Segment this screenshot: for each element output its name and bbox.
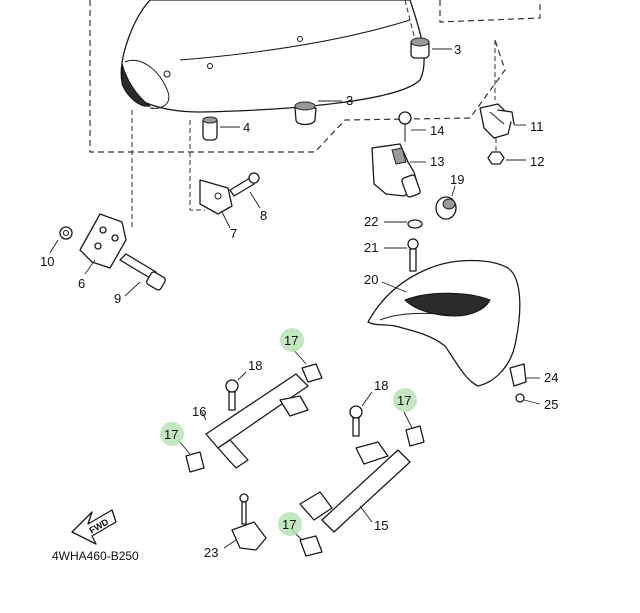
- callout-22: 22: [364, 214, 378, 229]
- callout-14: 14: [430, 123, 444, 138]
- callout-25: 25: [544, 397, 558, 412]
- callout-9: 9: [114, 291, 121, 306]
- callout-17b: 17: [164, 427, 178, 442]
- callout-8: 8: [260, 208, 267, 223]
- seat-lock-part-13: [371, 143, 426, 198]
- bolt-part-18a: [225, 371, 247, 411]
- callout-18a: 18: [248, 358, 262, 373]
- callout-11: 11: [530, 119, 544, 134]
- bracket-part-7: [199, 179, 233, 229]
- cap-part-19: [435, 185, 457, 220]
- damper-part-3b: [294, 100, 342, 126]
- highlight-17d: [278, 512, 302, 536]
- nut-part-10: [49, 226, 73, 254]
- lock-assembly-part-23: [223, 493, 267, 551]
- callout-18b: 18: [374, 378, 388, 393]
- damper-part-17c: [403, 411, 425, 447]
- clip-part-24: [509, 363, 540, 387]
- grommet-part-4: [202, 116, 240, 141]
- damper-part-17a: [291, 347, 323, 383]
- seat-lock-bracket-part-6: [79, 213, 127, 275]
- latch-part-11: [479, 103, 526, 139]
- callout-7: 7: [230, 226, 237, 241]
- callout-17d: 17: [282, 517, 296, 532]
- bolt-part-21: [384, 238, 419, 272]
- bolt-part-8: [229, 172, 261, 209]
- grab-bar-part-20: [367, 259, 521, 387]
- highlight-17c: [393, 388, 417, 412]
- callout-13: 13: [430, 154, 444, 169]
- callout-15: 15: [374, 518, 388, 533]
- callout-3a: 3: [454, 42, 461, 57]
- diagram-code: 4WHA460-B250: [52, 549, 139, 563]
- stay-part-15: [299, 441, 411, 533]
- bolt-part-9: [119, 253, 166, 297]
- bolt-part-18b: [349, 391, 373, 437]
- callout-3b: 3: [346, 93, 353, 108]
- callout-12: 12: [530, 154, 544, 169]
- bolt-part-14: [398, 111, 426, 142]
- callout-6: 6: [78, 276, 85, 291]
- nut-part-12: [487, 138, 526, 165]
- callout-16: 16: [192, 404, 206, 419]
- stay-part-16: [201, 373, 309, 469]
- callout-17c: 17: [397, 393, 411, 408]
- screw-part-25: [515, 393, 541, 405]
- washer-part-22: [384, 219, 423, 229]
- seat: [120, 0, 425, 113]
- callout-10: 10: [40, 254, 54, 269]
- damper-part-3a: [410, 37, 452, 59]
- damper-part-17b: [177, 439, 205, 473]
- forward-arrow-icon: FWD: [71, 509, 117, 545]
- callout-17a: 17: [284, 333, 298, 348]
- callout-19: 19: [450, 172, 464, 187]
- highlight-17a: [280, 328, 304, 352]
- callout-24: 24: [544, 370, 558, 385]
- callout-20: 20: [364, 272, 378, 287]
- callout-23: 23: [204, 545, 218, 560]
- callout-4: 4: [243, 120, 250, 135]
- highlight-17b: [160, 422, 184, 446]
- callout-21: 21: [364, 240, 378, 255]
